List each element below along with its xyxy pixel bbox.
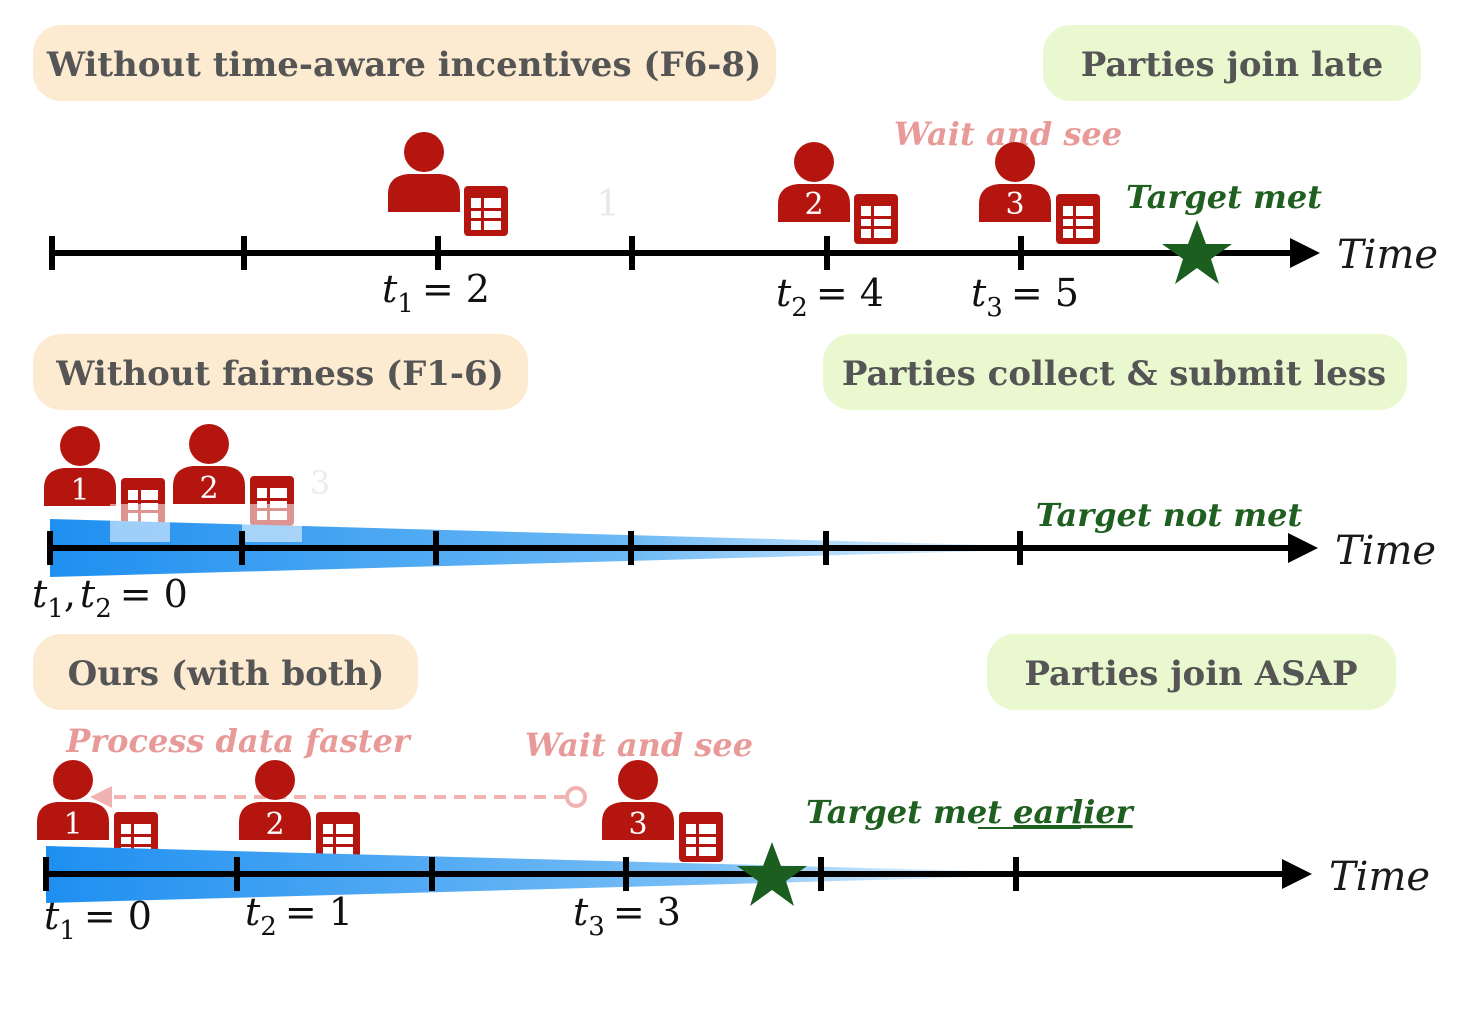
panel-1: Without time-aware incentives (F6-8) Par… (33, 25, 1438, 323)
panel-3-party-1-number: 1 (63, 807, 82, 842)
panel-3-party-1-icon: 1 (37, 760, 158, 862)
panel-1-right-pill (1043, 25, 1421, 101)
panel-2: Without fairness (F1-6) Parties collect … (32, 334, 1436, 624)
panel-3-dashed-arrow (90, 786, 587, 808)
panel-3-right-title: Parties join ASAP (1024, 654, 1357, 694)
panel-2-faint-label: 3 (310, 464, 330, 502)
panel-1-party-2-icon: 2 (778, 142, 898, 244)
panel-1-target-star-icon (1162, 220, 1232, 284)
panel-1-faint-label: 1 (597, 184, 620, 225)
panel-1-axis-label: Time (1337, 232, 1438, 278)
panel-3-party-2-number: 2 (265, 807, 284, 842)
panel-2-time-label: t1,t2= 0 (32, 572, 188, 624)
panel-2-party-2-number: 2 (199, 471, 218, 506)
panel-1-left-pill (33, 25, 776, 101)
panel-2-faded-sheet-1 (110, 504, 170, 542)
panel-3-wait-and-see: Wait and see (525, 726, 753, 764)
panel-3-party-3-icon: 3 (602, 760, 723, 862)
panel-1-t1-label: t1= 2 (382, 267, 490, 319)
panel-3-target-star-icon (737, 842, 807, 906)
panel-2-axis-label: Time (1335, 528, 1436, 574)
panel-3: Ours (with both) Parties join ASAP Proce… (33, 634, 1430, 946)
panel-1-time-axis (49, 236, 1320, 270)
panel-1-t2-label: t2= 4 (776, 271, 884, 323)
panel-3-left-pill (33, 634, 418, 710)
panel-2-party-1-icon: 1 (44, 426, 165, 528)
panel-1-party-2-number: 2 (804, 187, 823, 222)
panel-3-t1-label: t1= 0 (44, 894, 152, 946)
panel-3-t3-label: t3= 3 (573, 890, 681, 942)
panel-1-party-3-number: 3 (1005, 187, 1024, 222)
panel-2-party-2-icon: 2 (173, 424, 294, 526)
panel-3-party-3-number: 3 (628, 807, 647, 842)
panel-3-axis-label: Time (1329, 854, 1430, 900)
panel-1-left-title: Without time-aware incentives (F6-8) (46, 45, 761, 85)
panel-3-time-axis (43, 857, 1312, 891)
panel-2-time-axis (47, 531, 1318, 565)
panel-1-party-3-icon: 3 (979, 142, 1100, 244)
panel-2-right-pill (823, 334, 1407, 410)
panel-2-party-1-number: 1 (70, 473, 89, 508)
panel-3-left-title: Ours (with both) (68, 654, 385, 694)
panel-2-right-title: Parties collect & submit less (842, 354, 1386, 394)
panel-2-left-pill (33, 334, 528, 410)
panel-2-faded-sheet-2 (242, 504, 302, 542)
panel-2-left-title: Without fairness (F1-6) (55, 354, 504, 394)
panel-3-party-2-icon: 2 (239, 760, 360, 862)
panel-1-right-title: Parties join late (1081, 45, 1384, 85)
panel-3-right-pill (987, 634, 1396, 710)
panel-1-t3-label: t3= 5 (971, 271, 1079, 323)
panel-1-party-1-icon (388, 132, 508, 236)
panel-1-target-label: Target met (1126, 178, 1322, 216)
panel-3-t2-label: t2= 1 (245, 890, 353, 942)
panel-3-process-faster-label: Process data faster (65, 722, 412, 760)
panel-2-target-label: Target not met (1036, 496, 1303, 534)
panel-3-target-label: Target met earlier (806, 793, 1135, 831)
